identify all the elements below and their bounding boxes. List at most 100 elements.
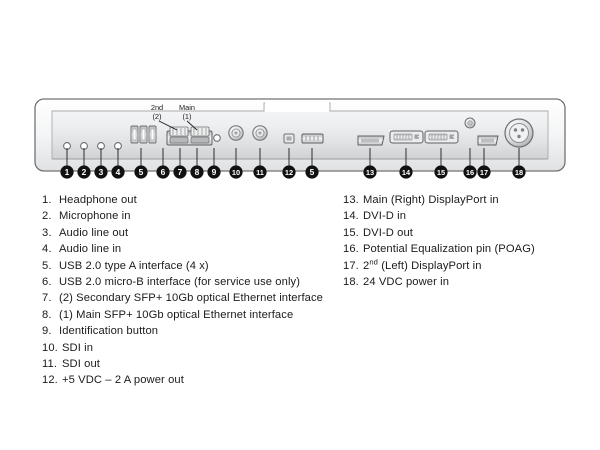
callout-bubble: [77, 165, 91, 179]
sfp-labels: 2nd (2) Main (1): [151, 103, 198, 131]
legend-item-number: 3.: [42, 226, 52, 239]
callout-number: 2: [82, 167, 87, 177]
legend-item-label: USB 2.0 type A interface (4 x): [59, 259, 209, 272]
callout-bubble: [134, 165, 148, 179]
callout-usb-type-a-right: 5: [305, 148, 319, 179]
callout-second-displayport-in: 17: [477, 148, 491, 179]
sfp-main-sublabel: (1): [182, 112, 191, 121]
callout-poag-pin: 16: [463, 148, 477, 179]
callout-sfp-main: 8: [190, 148, 204, 179]
chassis-outline: [34, 98, 566, 172]
dvi-d-out-icon: [424, 130, 459, 144]
legend-item-number: 5.: [42, 259, 52, 272]
legend-item-number: 14.: [343, 210, 359, 223]
callout-power-in-24vdc: 18: [512, 148, 526, 179]
callout-headphone-out: 1: [60, 148, 74, 179]
legend-item-number: 4.: [42, 243, 52, 256]
callout-audio-line-out: 3: [94, 148, 108, 179]
callout-bubble: [207, 165, 221, 179]
legend-item: 1.Headphone out: [42, 192, 342, 208]
sfp-cage-icon: [166, 126, 213, 146]
sfp-2nd-sublabel: (2): [152, 112, 161, 121]
callout-bubble: [156, 165, 170, 179]
sfp-2nd-label: 2nd: [151, 103, 163, 112]
callout-main-displayport-in: 13: [363, 148, 377, 179]
legend-item-label: 2nd (Left) DisplayPort in: [363, 256, 482, 272]
identification-button-icon: [213, 134, 221, 142]
callout-number: 17: [480, 168, 488, 177]
legend-item: 8.(1) Main SFP+ 10Gb optical Ethernet in…: [42, 307, 342, 323]
callout-usb-micro-b: 6: [156, 148, 170, 179]
usb-type-a-right-icon: [301, 133, 324, 144]
callout-bubble: [253, 165, 267, 179]
callout-usb-type-a: 5: [134, 148, 148, 179]
legend-item-label: (2) Secondary SFP+ 10Gb optical Ethernet…: [59, 292, 324, 305]
legend-item-label: Potential Equalization pin (POAG): [363, 243, 535, 256]
callout-dvi-d-out: 15: [434, 148, 448, 179]
legend-item-superscript: nd: [369, 256, 378, 266]
legend-item: 3. Audio line out: [42, 225, 342, 241]
chassis-notch: [265, 100, 329, 112]
legend-item-label: SDI in: [62, 341, 94, 354]
callout-bubble: [94, 165, 108, 179]
callout-bubble: [282, 165, 296, 179]
sfp-main-label: Main: [179, 103, 195, 112]
legend-item: 11. SDI out: [42, 356, 342, 372]
callout-number: 9: [212, 167, 217, 177]
callout-bubble: [173, 165, 187, 179]
callout-bubble: [512, 165, 526, 179]
usb-type-a-stack-icon: [130, 125, 157, 144]
legend-item-number: 6.: [42, 276, 52, 289]
legend-item: 15.DVI-D out: [343, 225, 593, 241]
displayport-main-icon: [357, 135, 385, 146]
legend-item: 6. USB 2.0 micro-B interface (for service…: [42, 274, 342, 290]
callout-number: 5: [139, 167, 144, 177]
callout-bubble: [434, 165, 448, 179]
callout-number: 3: [99, 167, 104, 177]
legend-item-label: Main (Right) DisplayPort in: [363, 194, 499, 206]
legend-item-label: Audio line out: [59, 226, 129, 239]
legend-item: 7. (2) Secondary SFP+ 10Gb optical Ethern…: [42, 290, 342, 306]
legend-item-label: DVI-D out: [363, 226, 414, 239]
callout-number: 14: [402, 168, 411, 177]
legend-item-label: USB 2.0 micro-B interface (for service u…: [59, 276, 301, 289]
legend-item: 10.SDI in: [42, 340, 342, 356]
callout-power-out-5vdc: 12: [282, 148, 296, 179]
legend-item: 4. Audio line in: [42, 241, 342, 257]
callout-bubble: [229, 165, 243, 179]
legend-item: 13. Main (Right) DisplayPort in: [343, 192, 593, 208]
legend-item-number: 11.: [42, 358, 58, 371]
legend-item-number: 8.: [42, 308, 52, 321]
callout-microphone-in: 2: [77, 148, 91, 179]
legend-item: 18.24 VDC power in: [343, 274, 593, 290]
legend-item-label: SDI out: [62, 358, 101, 371]
callout-sdi-in: 10: [229, 148, 243, 179]
legend-item: 12.+5 VDC – 2 A power out: [42, 372, 342, 388]
legend-item-label: Identification button: [59, 325, 159, 338]
poag-pin-icon: [464, 117, 476, 129]
callout-number: 5: [310, 167, 315, 177]
legend-item-label: Audio line in: [59, 243, 122, 256]
callout-number: 8: [195, 167, 200, 177]
callout-number: 13: [366, 168, 374, 177]
callout-bubble: [477, 165, 491, 179]
legend-item: 17.2nd (Left) DisplayPort in: [343, 258, 593, 274]
legend-item-number: 9.: [42, 325, 52, 338]
legend-item-number: 7.: [42, 292, 52, 305]
callout-bubble: [463, 165, 477, 179]
callout-bubble: [190, 165, 204, 179]
callout-number: 4: [116, 167, 121, 177]
callout-number: 18: [515, 168, 523, 177]
callout-bubble: [363, 165, 377, 179]
callout-dvi-d-in: 14: [399, 148, 413, 179]
callout-number: 6: [161, 167, 166, 177]
legend-item-number: 13.: [343, 194, 359, 206]
legend-item: 2.Microphone in: [42, 208, 342, 224]
callout-number: 7: [178, 167, 183, 177]
callout-identification-button: 9: [207, 148, 221, 179]
legend-item-label: +5 VDC – 2 A power out: [62, 374, 184, 387]
